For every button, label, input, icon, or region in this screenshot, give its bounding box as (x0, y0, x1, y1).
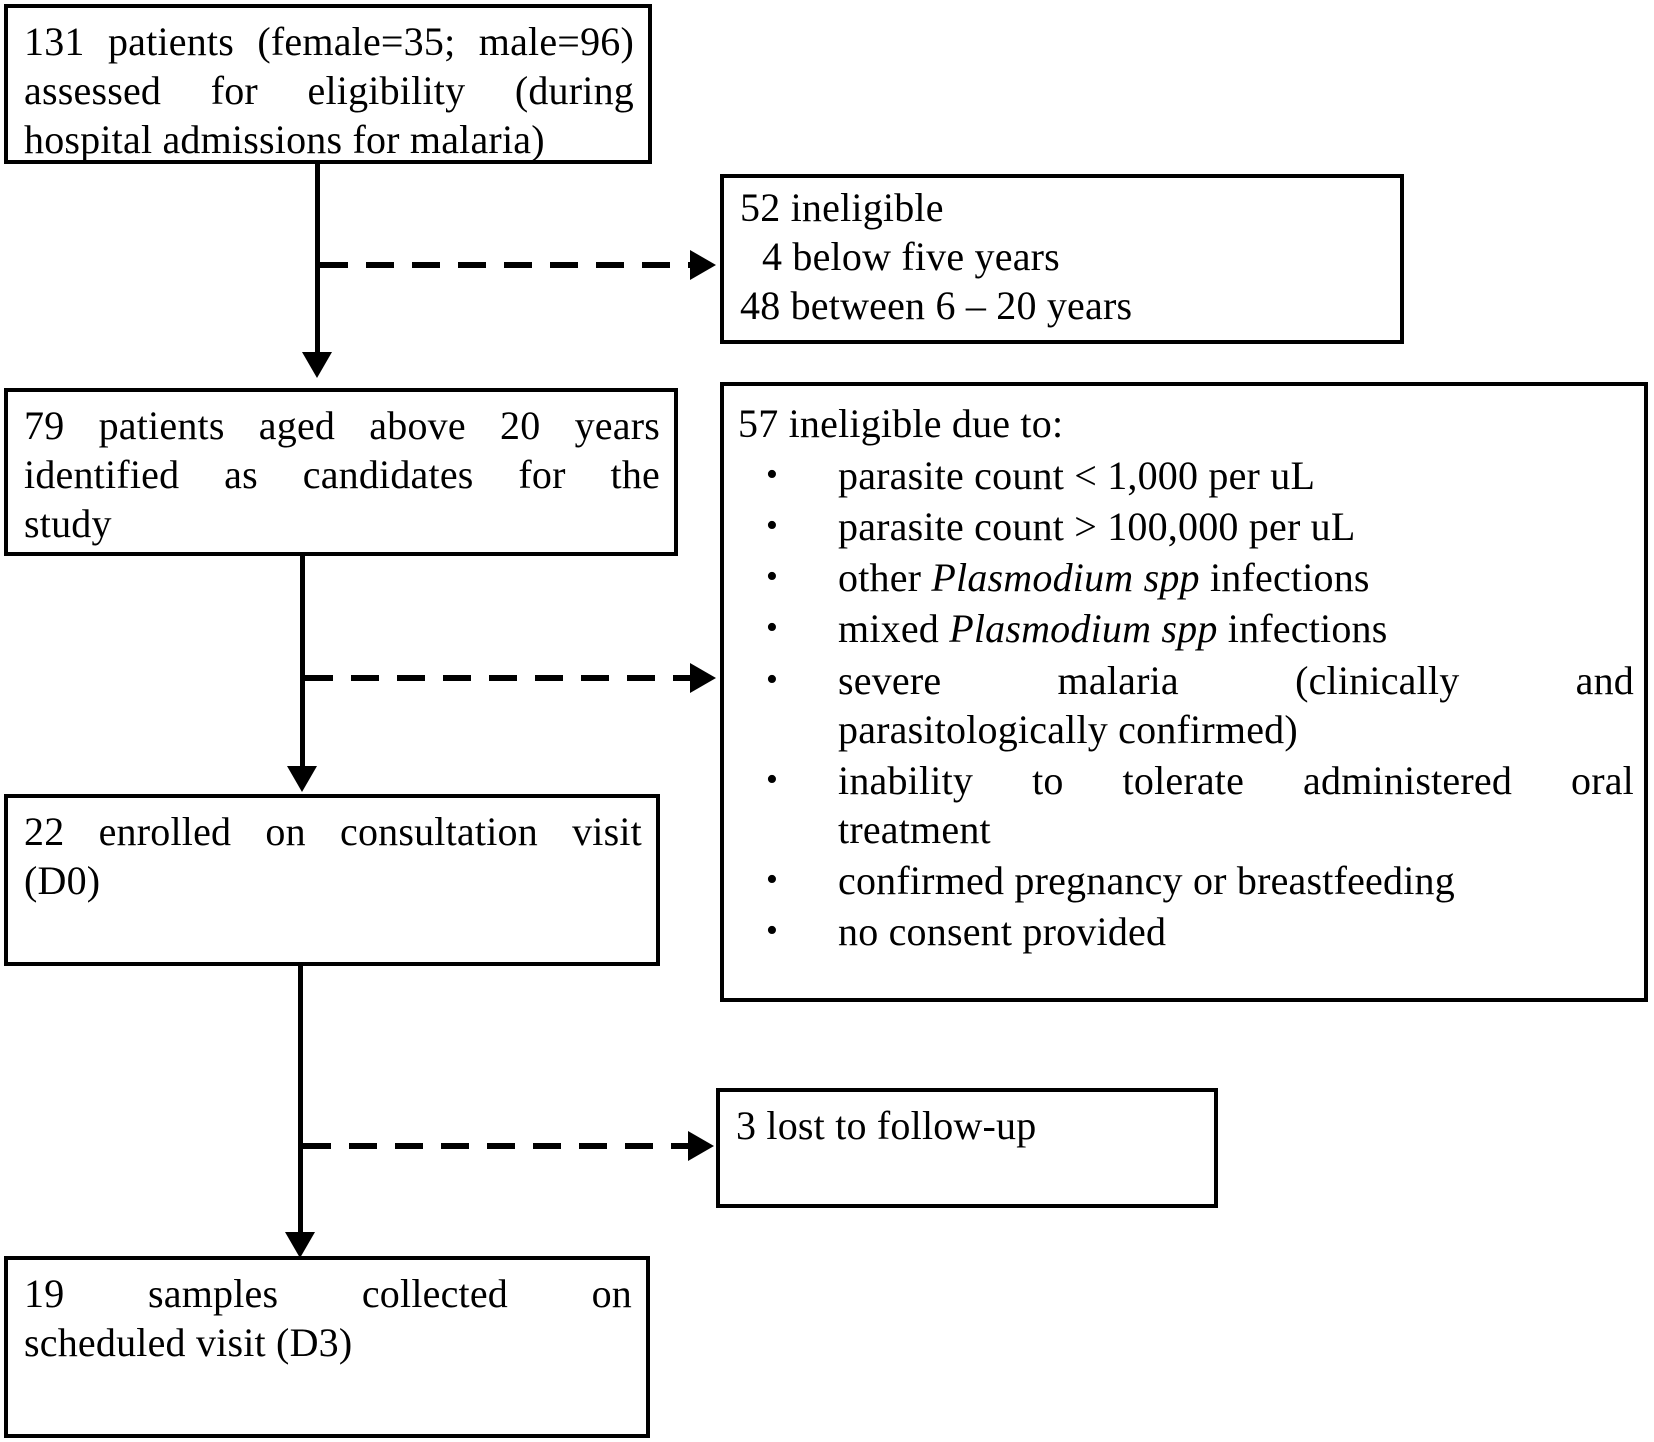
candidates-line-2: identified as candidates for the (24, 451, 660, 497)
dashed-connector-to-lost (303, 1143, 688, 1149)
candidates-line-3: study (24, 500, 112, 546)
criteria-text: parasite count < 1,000 per uL (838, 452, 1316, 498)
candidates-line-1: 79 patients aged above 20 years (24, 403, 660, 448)
criteria-item: • inability to tolerate administered ora… (738, 756, 1634, 854)
ineligible-criteria-list: • parasite count < 1,000 per uL • parasi… (738, 451, 1634, 957)
enrolled-line-2: (D0) (24, 857, 101, 903)
ineligible-age-line-3: 48 between 6 – 20 years (740, 282, 1133, 328)
bullet-icon: • (766, 558, 779, 596)
collected-line-2: scheduled visit (D3) (24, 1319, 353, 1365)
criteria-item: • parasite count < 1,000 per uL (738, 451, 1634, 500)
connector-enrolled-to-collected (298, 966, 303, 1234)
criteria-text-post: infections (1217, 606, 1388, 652)
connector-candidates-to-enrolled (300, 556, 305, 768)
samples-collected-box: 19 samples collected on scheduled visit … (4, 1256, 650, 1438)
criteria-item: • confirmed pregnancy or breastfeeding (738, 856, 1634, 905)
ineligible-criteria-box: 57 ineligible due to: • parasite count <… (720, 382, 1648, 1002)
criteria-text-italic: Plasmodium spp (949, 606, 1218, 652)
criteria-item: • severe malaria (clinically and parasit… (738, 656, 1634, 754)
criteria-text-post: infections (1199, 555, 1370, 601)
criteria-item: • no consent provided (738, 907, 1634, 956)
assessed-line-3: hospital admissions for malaria) (24, 116, 545, 162)
assessed-line-2: assessed for eligibility (during (24, 67, 634, 113)
enrolled-line-1: 22 enrolled on consultation visit (24, 809, 642, 854)
dashed-connector-to-ineligible-criteria (305, 675, 690, 681)
ineligible-age-line-2: 4 below five years (762, 233, 1060, 279)
dashed-connector-to-ineligible-age (320, 262, 690, 268)
bullet-icon: • (766, 455, 779, 493)
lost-line-1: 3 lost to follow-up (736, 1103, 1037, 1148)
criteria-text-line-1: inability to tolerate administered oral (838, 757, 1634, 803)
criteria-text: parasite count > 100,000 per uL (838, 503, 1356, 549)
criteria-item: • other Plasmodium spp infections (738, 553, 1634, 602)
ineligible-by-age-box: 52 ineligible 4 below five years 48 betw… (720, 174, 1404, 344)
bullet-icon: • (766, 506, 779, 544)
ineligible-criteria-heading: 57 ineligible due to: (738, 401, 1064, 446)
assessed-line-1: 131 patients (female=35; male=96) (24, 19, 634, 64)
bullet-icon: • (766, 861, 779, 899)
arrowhead-enrolled-to-collected (285, 1232, 315, 1258)
assessed-for-eligibility-box: 131 patients (female=35; male=96) assess… (4, 4, 652, 164)
criteria-item: • mixed Plasmodium spp infections (738, 604, 1634, 653)
criteria-text-line-2: parasitologically confirmed) (838, 706, 1298, 752)
criteria-text-italic: Plasmodium spp (931, 555, 1200, 601)
criteria-text-pre: other (838, 555, 932, 601)
ineligible-age-line-1: 52 ineligible (740, 185, 944, 230)
bullet-icon: • (766, 609, 779, 647)
bullet-icon: • (766, 912, 779, 950)
criteria-text-line-2: treatment (838, 807, 991, 853)
criteria-item: • parasite count > 100,000 per uL (738, 502, 1634, 551)
candidates-box: 79 patients aged above 20 years identifi… (4, 388, 678, 556)
lost-to-followup-box: 3 lost to follow-up (716, 1088, 1218, 1208)
criteria-text: no consent provided (838, 909, 1167, 955)
collected-line-1: 19 samples collected on (24, 1271, 632, 1316)
connector-assessed-to-candidates (315, 164, 320, 354)
criteria-text: confirmed pregnancy or breastfeeding (838, 858, 1455, 904)
criteria-text-line-1: severe malaria (clinically and (838, 657, 1634, 703)
arrowhead-candidates-to-enrolled (287, 766, 317, 792)
arrowhead-to-ineligible-age (690, 250, 716, 280)
arrowhead-to-ineligible-criteria (690, 663, 716, 693)
arrowhead-assessed-to-candidates (302, 352, 332, 378)
criteria-text-pre: mixed (838, 606, 950, 652)
arrowhead-to-lost (688, 1131, 714, 1161)
bullet-icon: • (766, 760, 779, 798)
bullet-icon: • (766, 660, 779, 698)
enrolled-box: 22 enrolled on consultation visit (D0) (4, 794, 660, 966)
